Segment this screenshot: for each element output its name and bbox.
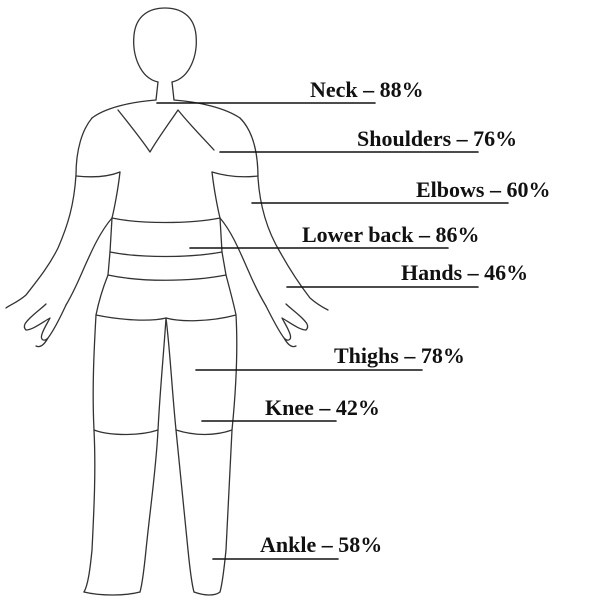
label-elbows-part: Elbows (416, 177, 484, 202)
label-elbows-sep: – (484, 177, 506, 202)
left-foot (84, 592, 140, 595)
label-lower-back-part: Lower back (302, 222, 413, 247)
label-hands-value: 46% (484, 260, 528, 285)
shorts (96, 275, 236, 321)
label-thighs: Thighs – 78% (334, 345, 465, 367)
label-ankle-part: Ankle (260, 532, 316, 557)
label-lower-back-value: 86% (435, 222, 479, 247)
right-leg (166, 315, 237, 592)
label-knee-value: 42% (336, 395, 380, 420)
right-shoulder-band (212, 172, 258, 177)
leader-lines (157, 103, 508, 559)
head-outline (134, 8, 197, 82)
waist-band-top (112, 218, 220, 223)
label-neck-sep: – (358, 77, 380, 102)
right-hand (266, 304, 308, 347)
left-knee-band (94, 430, 158, 435)
right-inner-arm (220, 218, 266, 306)
label-hands: Hands – 46% (401, 262, 528, 284)
hip-band-top (108, 275, 226, 280)
waist-band-bottom (110, 252, 222, 257)
label-shoulders-value: 76% (473, 126, 517, 151)
label-knee-part: Knee (265, 395, 314, 420)
label-shoulders-part: Shoulders (357, 126, 451, 151)
torso-right (212, 172, 220, 218)
label-lower-back: Lower back – 86% (302, 224, 479, 246)
left-inner-arm (66, 218, 112, 305)
label-thighs-value: 78% (421, 343, 465, 368)
label-hands-sep: – (462, 260, 484, 285)
label-ankle-sep: – (316, 532, 338, 557)
label-neck: Neck – 88% (310, 79, 424, 101)
label-knee: Knee – 42% (265, 397, 380, 419)
label-knee-sep: – (314, 395, 336, 420)
label-shoulders: Shoulders – 76% (357, 128, 517, 150)
left-hand (24, 304, 66, 347)
torso-left (112, 172, 120, 218)
collar (118, 110, 214, 152)
neck-outline (156, 82, 174, 100)
label-shoulders-sep: – (451, 126, 473, 151)
label-elbows: Elbows – 60% (416, 179, 550, 201)
right-foot (194, 592, 220, 595)
label-neck-value: 88% (380, 77, 424, 102)
label-neck-part: Neck (310, 77, 358, 102)
label-elbows-value: 60% (506, 177, 550, 202)
label-lower-back-sep: – (413, 222, 435, 247)
label-thighs-part: Thighs (334, 343, 399, 368)
label-ankle: Ankle – 58% (260, 534, 382, 556)
label-thighs-sep: – (399, 343, 421, 368)
right-knee-band (176, 430, 232, 435)
label-ankle-value: 58% (338, 532, 382, 557)
left-shoulder-band (76, 172, 120, 177)
left-leg (84, 315, 166, 592)
label-hands-part: Hands (401, 260, 462, 285)
